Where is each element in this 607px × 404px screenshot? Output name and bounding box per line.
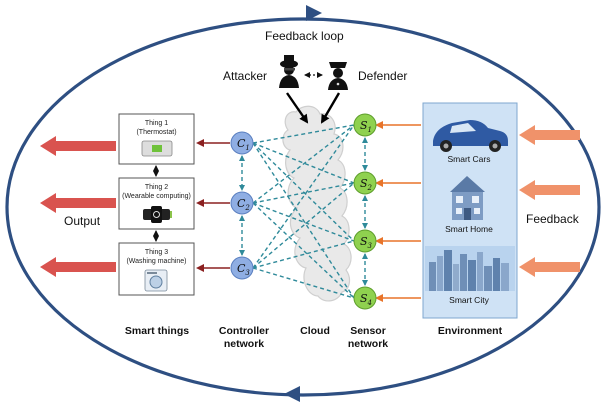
attacker-label: Attacker xyxy=(223,69,268,83)
smart-city-label: Smart City xyxy=(449,295,489,305)
link-c3-s4 xyxy=(252,267,355,299)
controller-output-arrows xyxy=(196,139,230,272)
link-c2-s3 xyxy=(252,202,355,242)
controller-node-c3: C3 xyxy=(230,256,254,280)
smart-cars-label: Smart Cars xyxy=(447,154,491,164)
section-cloud: Cloud xyxy=(300,325,330,337)
thing-1-title: Thing 1 (Thermostat) xyxy=(136,120,177,136)
loop-arrow-top xyxy=(306,5,322,21)
smartwatch-icon xyxy=(143,206,172,223)
link-c2-s4 xyxy=(252,202,355,299)
link-c2-s2 xyxy=(252,182,355,204)
link-c2-s1 xyxy=(252,124,355,204)
sensor-node-s1-circle xyxy=(353,113,377,137)
controller-node-c2-circle xyxy=(230,191,254,215)
section-controller-network: Controller network xyxy=(218,325,270,350)
sensor-node-s3-circle xyxy=(353,229,377,253)
section-sensor-network: Sensor network xyxy=(347,325,389,350)
controller-node-c1: C1 xyxy=(230,131,254,155)
feedback-loop-label: Feedback loop xyxy=(265,29,344,43)
section-environment: Environment xyxy=(437,325,503,337)
sensor-node-s3: S3 xyxy=(353,229,377,253)
thermostat-icon xyxy=(141,140,173,157)
link-c1-s1 xyxy=(252,124,355,144)
feedback-input-arrows xyxy=(519,125,580,277)
link-c3-s3 xyxy=(252,240,355,269)
output-arrows xyxy=(40,136,116,277)
loop-arrow-bottom xyxy=(284,386,300,402)
link-c1-s4 xyxy=(252,142,355,299)
sensor-node-s2: S2 xyxy=(353,171,377,195)
house-icon xyxy=(450,176,485,220)
feedback-label: Feedback xyxy=(526,212,579,226)
city-skyline-icon xyxy=(425,246,515,291)
link-c1-s3 xyxy=(252,142,355,242)
sensor-node-s4-circle xyxy=(353,286,377,310)
sensor-node-s1: S1 xyxy=(353,113,377,137)
attacker-icon xyxy=(279,55,299,88)
environment-sensor-arrows xyxy=(375,121,421,302)
cloud-shape xyxy=(282,105,352,302)
car-icon xyxy=(433,120,508,152)
section-smart-things: Smart things xyxy=(124,325,190,337)
thing-2-title: Thing 2 (Wearable computing) xyxy=(122,184,191,200)
sensor-node-s2-circle xyxy=(353,171,377,195)
defender-label: Defender xyxy=(358,69,408,83)
controller-node-c3-circle xyxy=(230,256,254,280)
controller-node-c1-circle xyxy=(230,131,254,155)
feedback-loop-ellipse xyxy=(5,17,601,397)
defender-icon xyxy=(328,62,348,90)
network-links xyxy=(239,124,368,299)
defender-arrow xyxy=(320,92,341,124)
link-c3-s1 xyxy=(252,124,355,269)
link-c3-s2 xyxy=(252,182,355,269)
sensor-node-s4: S4 xyxy=(353,286,377,310)
attacker-arrow xyxy=(286,92,309,124)
thing-3-title: Thing 3 (Washing machine) xyxy=(126,249,187,265)
smart-home-label: Smart Home xyxy=(445,224,493,234)
washing-machine-icon xyxy=(144,269,168,292)
controller-node-c2: C2 xyxy=(230,191,254,215)
output-label: Output xyxy=(64,214,101,228)
